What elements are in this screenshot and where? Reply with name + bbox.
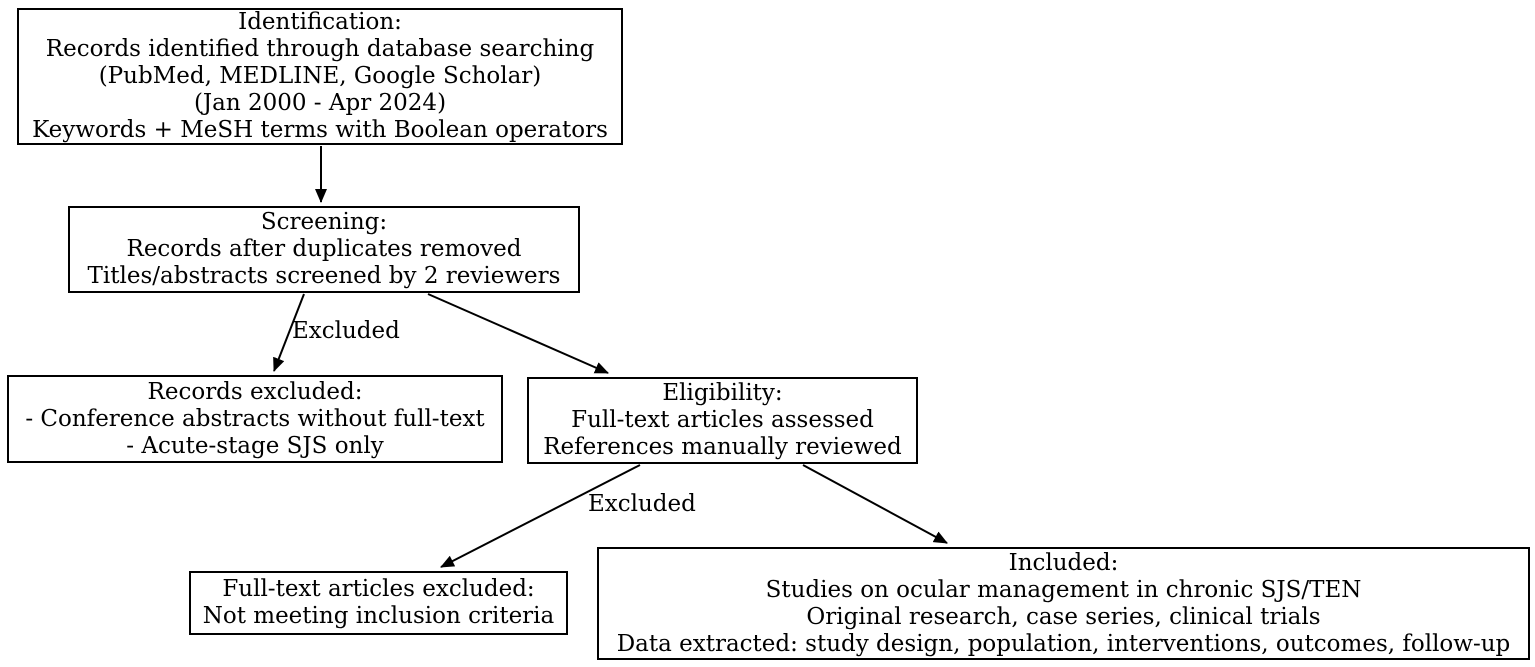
node-eligibility: Eligibility: Full-text articles assessed… xyxy=(527,377,918,464)
node-line: Titles/abstracts screened by 2 reviewers xyxy=(87,263,561,289)
node-screening: Screening: Records after duplicates remo… xyxy=(68,206,580,293)
node-line: Data extracted: study design, population… xyxy=(616,630,1511,657)
node-line: Not meeting inclusion criteria xyxy=(202,603,555,629)
arrow-screening-to-eligibility xyxy=(427,293,609,374)
node-fulltext-excluded: Full-text articles excluded: Not meeting… xyxy=(189,571,568,635)
node-line: Records identified through database sear… xyxy=(45,36,595,62)
node-line: Eligibility: xyxy=(662,380,783,406)
node-line: Screening: xyxy=(260,209,388,235)
node-identification: Identification: Records identified throu… xyxy=(17,8,623,145)
node-line: - Conference abstracts without full-text xyxy=(25,405,485,432)
node-line: Keywords + MeSH terms with Boolean opera… xyxy=(32,117,608,143)
node-line: Studies on ocular management in chronic … xyxy=(765,576,1362,603)
arrow-eligibility-to-included xyxy=(802,464,948,544)
node-records-excluded: Records excluded: - Conference abstracts… xyxy=(7,375,503,463)
node-line: (Jan 2000 - Apr 2024) xyxy=(193,90,447,116)
node-line: References manually reviewed xyxy=(543,434,902,460)
node-line: Records after duplicates removed xyxy=(126,236,522,262)
node-line: - Acute-stage SJS only xyxy=(126,432,384,459)
edge-label-excluded: Excluded xyxy=(588,491,696,517)
node-line: Full-text articles excluded: xyxy=(222,576,535,602)
node-line: (PubMed, MEDLINE, Google Scholar) xyxy=(98,63,542,89)
node-included: Included: Studies on ocular management i… xyxy=(597,547,1530,660)
node-line: Identification: xyxy=(238,9,402,35)
node-line: Original research, case series, clinical… xyxy=(806,603,1321,630)
node-line: Records excluded: xyxy=(147,378,363,405)
node-line: Included: xyxy=(1008,549,1119,576)
edge-label-excluded: Excluded xyxy=(292,318,400,344)
node-line: Full-text articles assessed xyxy=(571,407,874,433)
